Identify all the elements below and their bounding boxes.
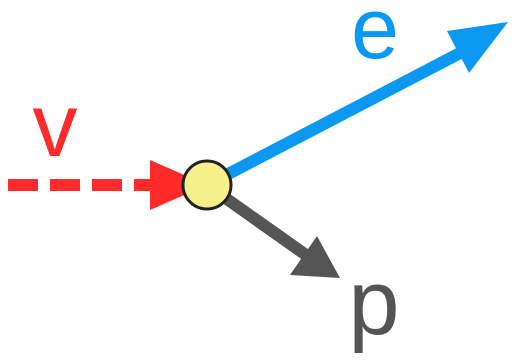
emitted-line [201, 46, 468, 191]
other-arrowhead [290, 236, 340, 278]
incoming-arrow [8, 160, 207, 210]
other-label: p [348, 252, 399, 354]
emitted-arrowhead [447, 22, 508, 73]
incoming-arrowhead [150, 160, 207, 210]
interaction-vertex [181, 159, 233, 211]
emitted-arrow [201, 22, 508, 191]
incoming-label: v [33, 76, 78, 176]
emitted-label: e [351, 0, 399, 77]
